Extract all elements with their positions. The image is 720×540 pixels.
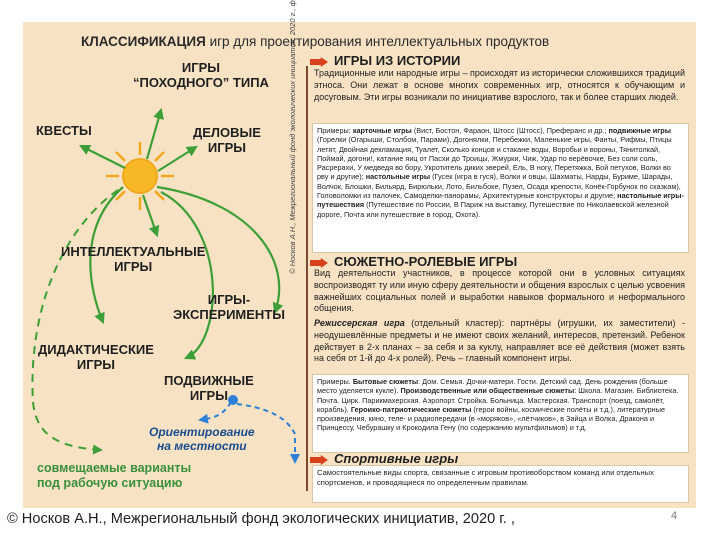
role-ex-intro: Примеры.: [317, 377, 353, 386]
arrow-kvesty: [79, 145, 126, 169]
arrow-didakt: [89, 186, 124, 325]
label-combined: совмещаемые варианты под рабочую ситуаци…: [37, 461, 192, 490]
history-ex-t2: (Горелки (Огарыши, Столбом, Парами), Дог…: [317, 135, 672, 182]
section-head-sport: Спортивные игры: [334, 451, 459, 466]
title-bold: КЛАССИФИКАЦИЯ: [81, 34, 206, 49]
page-number: 4: [671, 510, 678, 522]
arrow-experiment: [156, 185, 284, 315]
history-examples: Примеры: карточные игры (Вист, Бостон, Ф…: [312, 123, 689, 253]
poster: КЛАССИФИКАЦИЯ игр для проектирования инт…: [23, 0, 696, 508]
role-ex-k2: Производственные или общественные сюжеты: [400, 386, 575, 396]
arrow-orient: [198, 401, 232, 424]
red-arrow-icon: [310, 455, 328, 465]
arrow-pohod: [145, 107, 164, 160]
history-ex-k2: подвижные игры: [608, 126, 671, 135]
history-ex-t3: (Гусек (игра в гуся), Волки и овцы, Шахм…: [317, 172, 681, 201]
history-desc: Традиционные или народные игры – происхо…: [314, 68, 685, 102]
arrow-podvizh: [160, 191, 214, 360]
divider-line: [306, 66, 308, 491]
label-delovye: ДЕЛОВЫЕ ИГРЫ: [193, 125, 261, 155]
vertical-copyright: © Носков А.Н., Межрегиональный фонд экол…: [288, 0, 297, 274]
history-ex-t4: (Путешествие по России, В Париж на выста…: [317, 200, 669, 219]
role-rez-text: (отдельный кластер): партнёры (игрушки, …: [314, 318, 685, 364]
label-podvizh: ПОДВИЖНЫЕ ИГРЫ: [164, 373, 254, 403]
footer-copyright: © Носков А.Н., Межрегиональный фонд экол…: [7, 511, 515, 527]
arrow-delovye: [157, 145, 198, 172]
label-intellekt: ИНТЕЛЛЕКТУАЛЬНЫЕ ИГРЫ: [61, 244, 206, 274]
sport-desc: Самостоятельные виды спорта, связанные с…: [312, 465, 689, 503]
label-kvesty: КВЕСТЫ: [36, 123, 92, 138]
label-experiment: ИГРЫ- ЭКСПЕРИМЕНТЫ: [173, 292, 285, 322]
role-desc: Вид деятельности участников, в процессе …: [314, 268, 685, 314]
label-didakt: ДИДАКТИЧЕСКИЕ ИГРЫ: [38, 342, 154, 372]
role-ex-t1: : Дом. Семья. Дочки-матери. Гости. Детск…: [317, 377, 668, 396]
label-orient: Ориентирование на местности: [149, 425, 255, 453]
history-ex-k4: настольные игры-путешествия: [317, 191, 684, 210]
role-director-game: Режиссерская игра (отдельный кластер): п…: [314, 318, 685, 365]
history-ex-t1: (Вист, Бостон, Фараон, Штосс (Штосс), Пр…: [411, 126, 609, 135]
role-rez-label: Режиссерская игра: [314, 318, 405, 328]
role-ex-k1: Бытовые сюжеты: [352, 377, 419, 386]
history-ex-k1: карточные игры: [352, 126, 412, 135]
arrow-intellekt: [141, 194, 160, 238]
arrow-combined-dashed: [31, 189, 119, 455]
role-ex-t3: (герои войны, космические полёты и т.д.)…: [317, 404, 666, 433]
role-examples: Примеры. Бытовые сюжеты: Дом. Семья. Доч…: [312, 374, 689, 453]
history-ex-k3: настольные игры: [365, 172, 431, 182]
red-arrow-icon: [310, 57, 328, 67]
arrow-diagram: [31, 107, 300, 464]
red-arrow-icon: [310, 258, 328, 268]
role-ex-k3: Героико-патриотические сюжеты: [350, 404, 472, 414]
page-title: КЛАССИФИКАЦИЯ игр для проектирования инт…: [81, 34, 549, 49]
section-head-role: СЮЖЕТНО-РОЛЕВЫЕ ИГРЫ: [334, 254, 518, 269]
label-pohod: ИГРЫ “ПОХОДНОГО” ТИПА: [133, 60, 269, 90]
history-ex-intro: Примеры:: [317, 126, 353, 135]
role-ex-t2: : Школа. Магазин. Библиотека. Почта. Цир…: [317, 386, 679, 414]
title-rest: игр для проектирования интеллектуальных …: [205, 34, 550, 49]
arrow-sport: [236, 403, 300, 464]
section-head-history: ИГРЫ ИЗ ИСТОРИИ: [334, 53, 461, 68]
sun-icon: [106, 142, 174, 210]
